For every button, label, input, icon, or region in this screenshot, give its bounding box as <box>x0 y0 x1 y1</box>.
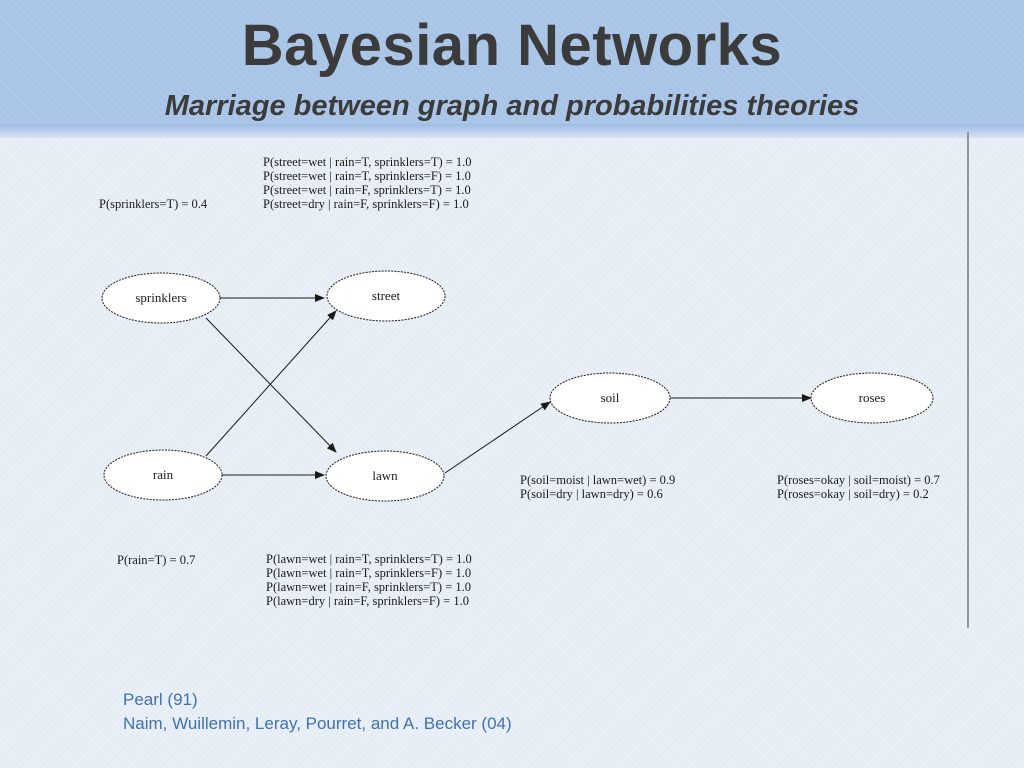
node-label-street: street <box>372 288 401 303</box>
node-label-lawn: lawn <box>372 468 398 483</box>
edge-lawn-soil <box>444 401 551 474</box>
edges <box>205 294 812 479</box>
prob-table-street: P(street=wet | rain=T, sprinklers=T) = 1… <box>263 155 472 211</box>
prob-lawn-line: P(lawn=dry | rain=F, sprinklers=F) = 1.0 <box>266 594 469 608</box>
node-soil: soil <box>549 372 671 424</box>
reference-item: Naim, Wuillemin, Leray, Pourret, and A. … <box>123 714 512 733</box>
prob-sprinklers-line: P(sprinklers=T) = 0.4 <box>99 197 208 211</box>
prob-street-line: P(street=wet | rain=T, sprinklers=T) = 1… <box>263 155 472 169</box>
prob-rain-line: P(rain=T) = 0.7 <box>117 553 195 567</box>
prob-lawn-line: P(lawn=wet | rain=T, sprinklers=T) = 1.0 <box>266 552 472 566</box>
prob-street-line: P(street=wet | rain=T, sprinklers=F) = 1… <box>263 169 471 183</box>
prob-lawn-line: P(lawn=wet | rain=F, sprinklers=T) = 1.0 <box>266 580 471 594</box>
prob-roses-line: P(roses=okay | soil=dry) = 0.2 <box>777 487 929 501</box>
prob-table-rain: P(rain=T) = 0.7 <box>117 553 195 567</box>
header-edge <box>0 124 1024 138</box>
prob-table-roses: P(roses=okay | soil=moist) = 0.7 P(roses… <box>777 473 940 501</box>
references: Pearl (91) Naim, Wuillemin, Leray, Pourr… <box>123 688 512 736</box>
edge-sprinklers-lawn <box>205 317 337 453</box>
prob-soil-line: P(soil=dry | lawn=dry) = 0.6 <box>520 487 663 501</box>
prob-table-lawn: P(lawn=wet | rain=T, sprinklers=T) = 1.0… <box>266 552 472 608</box>
prob-soil-line: P(soil=moist | lawn=wet) = 0.9 <box>520 473 675 487</box>
prob-table-soil: P(soil=moist | lawn=wet) = 0.9 P(soil=dr… <box>520 473 675 501</box>
reference-item: Pearl (91) <box>123 690 198 709</box>
node-sprinklers: sprinklers <box>101 272 221 324</box>
slide-subtitle: Marriage between graph and probabilities… <box>164 90 860 122</box>
prob-street-line: P(street=dry | rain=F, sprinklers=F) = 1… <box>263 197 469 211</box>
edge-rain-street <box>205 310 337 457</box>
prob-street-line: P(street=wet | rain=F, sprinklers=T) = 1… <box>263 183 471 197</box>
node-label-sprinklers: sprinklers <box>135 290 186 305</box>
prob-table-sprinklers: P(sprinklers=T) = 0.4 <box>99 197 208 211</box>
node-label-roses: roses <box>859 390 886 405</box>
vertical-divider <box>967 132 969 628</box>
node-rain: rain <box>103 449 223 501</box>
node-label-rain: rain <box>153 467 174 482</box>
slide-title: Bayesian Networks <box>241 13 783 78</box>
header-band <box>0 0 1024 130</box>
prob-lawn-line: P(lawn=wet | rain=T, sprinklers=F) = 1.0 <box>266 566 471 580</box>
node-lawn: lawn <box>325 450 445 502</box>
node-roses: roses <box>810 372 934 424</box>
node-label-soil: soil <box>601 390 620 405</box>
prob-roses-line: P(roses=okay | soil=moist) = 0.7 <box>777 473 940 487</box>
node-street: street <box>326 270 446 322</box>
